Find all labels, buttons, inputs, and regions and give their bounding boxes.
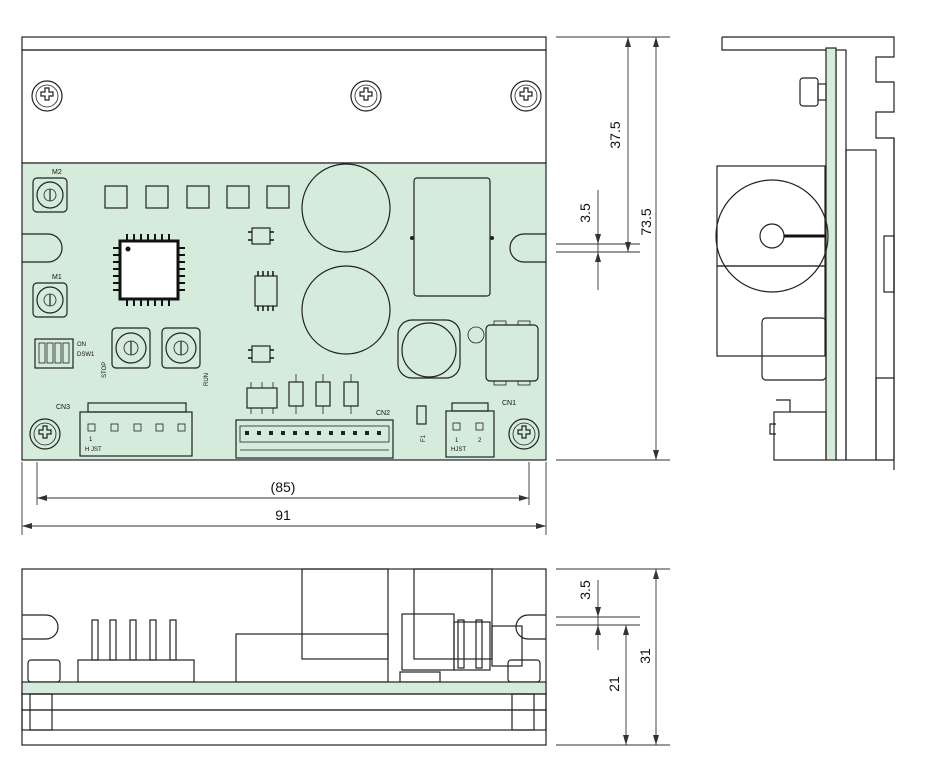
width-total-dimension: 91 [275, 507, 291, 523]
side-height-total-dimension: 31 [637, 648, 653, 664]
front-view [21, 568, 547, 746]
width-pitch-dimension: (85) [271, 479, 296, 495]
screw-icon [31, 80, 63, 112]
screw-icon [510, 80, 542, 112]
chip-component [288, 374, 304, 414]
dip-on-label: ON [77, 342, 86, 348]
rotary-switch-stop: STOP [102, 327, 151, 378]
inductor-round [397, 319, 485, 379]
height-total-dimension: 73.5 [638, 208, 654, 235]
fuse-f1: F1 [416, 405, 427, 442]
front-left-notch [22, 614, 59, 640]
screw-icon [508, 418, 540, 450]
chip-component [246, 382, 278, 414]
height-upper-dimension: 37.5 [607, 121, 623, 148]
cn2-label: CN2 [376, 410, 390, 417]
rotary-switch-m1: M1 [32, 274, 68, 318]
small-ic [248, 227, 274, 245]
dsw1-label: DSW1 [77, 352, 95, 358]
vertical-dimensions-front: 3.5 21 31 [556, 568, 670, 746]
right-notch [509, 233, 546, 263]
cn3-pin1: 1 [89, 437, 93, 443]
capacitor-lower [301, 265, 391, 355]
cn2-connector: CN2 [235, 410, 394, 459]
m1-label: M1 [52, 274, 62, 281]
relay-block [413, 177, 491, 297]
capacitor-upper [301, 163, 391, 253]
front-pcb [21, 681, 547, 695]
soic-chip [254, 271, 278, 311]
f1-label: F1 [421, 434, 427, 442]
side-view [715, 36, 895, 470]
front-right-notch [515, 614, 546, 640]
cn1-pin1: 1 [455, 438, 459, 444]
dip-switch: ON DSW1 [34, 338, 95, 369]
cn3-label: CN3 [56, 404, 70, 411]
small-ic [248, 345, 274, 363]
cn1-maker: HJST [451, 447, 466, 453]
side-height-lower-dimension: 21 [606, 676, 622, 692]
qfp-chip [113, 234, 185, 306]
top-view: M2 M1 STOP RUN [21, 36, 547, 461]
screw-icon [350, 80, 382, 112]
cn1-pin2: 2 [478, 438, 482, 444]
horizontal-dimensions: (85) 91 [21, 462, 547, 535]
offset-side-dimension: 3.5 [577, 580, 593, 600]
m2-label: M2 [52, 169, 62, 176]
rotary-switch-run: RUN [161, 327, 210, 386]
run-label: RUN [204, 373, 210, 386]
screw-icon [29, 418, 61, 450]
chip-component [343, 374, 359, 414]
rotary-switch-m2: M2 [32, 169, 68, 213]
cn1-connector: CN1 1 2 HJST [445, 400, 516, 458]
inductor-square [485, 320, 539, 386]
heatsink-top-edge [21, 36, 547, 51]
cn1-label: CN1 [502, 400, 516, 407]
offset-top-dimension: 3.5 [577, 203, 593, 223]
stop-label: STOP [102, 362, 108, 378]
heatsink-plate [21, 49, 547, 164]
left-notch [22, 233, 63, 263]
side-pcb [825, 47, 837, 461]
vertical-dimensions-top: 37.5 73.5 3.5 [556, 36, 670, 461]
pin-header [91, 619, 177, 661]
cn3-connector: CN3 1 H JST [56, 402, 193, 457]
led-squares [104, 185, 290, 209]
chip-component [315, 374, 331, 414]
pin-header [457, 619, 483, 669]
cn3-maker: H JST [85, 447, 102, 453]
